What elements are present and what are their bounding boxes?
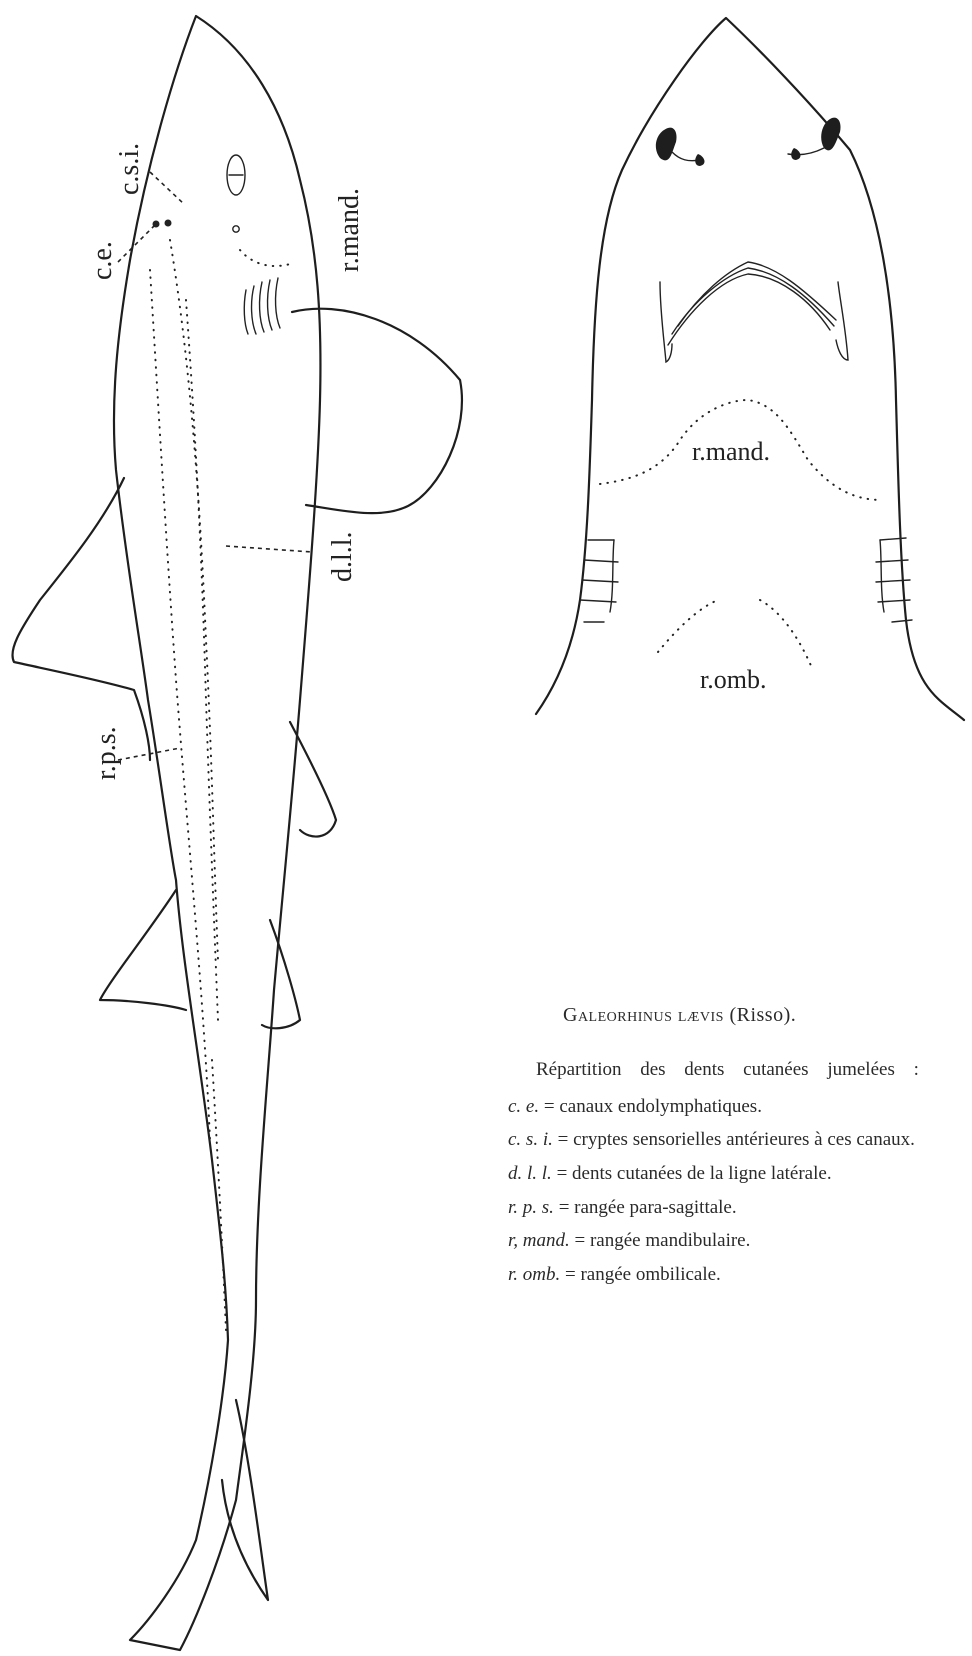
mouth [660,262,848,362]
gill-slits-right [876,538,912,622]
species-name: Galeorhinus lævis [563,1004,724,1026]
head-outline [536,18,964,720]
nostril-right-dot [791,148,800,160]
legend-text: rangée mandibulaire. [590,1230,750,1251]
gill-slits [244,278,280,334]
second-dorsal-fin [100,890,186,1010]
nostril-left-dot [695,154,704,166]
legend-item: c. e. = canaux endolymphatiques. [508,1095,970,1120]
legend-abbr: c. s. i. [508,1129,553,1150]
label-rmand-ventral: r.mand. [692,437,770,466]
figure-caption: Galeorhinus lævis (Risso). Répartition d… [508,1002,970,1297]
legend-text: rangée para-sagittale. [574,1197,736,1218]
umbilical-row-2 [760,600,812,668]
caption-intro: Répartition des dents cutanées jumelées … [508,1058,970,1083]
label-rps: r.p.s. [91,726,122,780]
para-sagittal-dots-2 [186,300,218,1020]
nostril-right [821,118,840,151]
legend-abbr: c. e. [508,1096,539,1117]
legend-item: r. p. s. = rangée para-sagittale. [508,1196,970,1221]
legend-list: c. e. = canaux endolymphatiques. c. s. i… [508,1095,970,1288]
anal-fin [262,920,300,1028]
para-sagittal-dots-1 [150,270,210,1140]
legend-item: d. l. l. = dents cutanées de la ligne la… [508,1162,970,1187]
legend-abbr: r. omb. [508,1264,560,1285]
first-dorsal-fin [12,478,150,760]
leader-dll [226,546,312,552]
legend-text: rangée ombilicale. [580,1264,720,1285]
legend-item: r, mand. = rangée mandibulaire. [508,1229,970,1254]
legend-text: dents cutanées de la ligne latérale. [572,1163,832,1184]
label-rmand-dorsal: r.mand. [334,188,365,272]
legend-abbr: d. l. l. [508,1163,552,1184]
legend-abbr: r. p. s. [508,1197,554,1218]
label-romb: r.omb. [700,665,766,694]
lateral-line-dots [170,240,218,960]
spiracle [233,226,239,232]
umbilical-row [658,600,718,652]
legend-text: cryptes sensorielles antérieures à ces c… [573,1129,915,1150]
shark-body-outline [114,16,321,1650]
legend-item: c. s. i. = cryptes sensorielles antérieu… [508,1128,970,1153]
legend-abbr: r, mand. [508,1230,570,1251]
label-ce: c.e. [87,241,118,280]
legend-text: canaux endolymphatiques. [559,1096,762,1117]
ventral-view: r.mand. r.omb. [536,18,964,720]
nostril-left [656,128,677,161]
pectoral-fin [292,309,462,513]
leader-csi [150,172,184,204]
tail-dots [212,1060,226,1330]
pore-left-2 [165,220,172,227]
caption-title: Galeorhinus lævis (Risso). [563,1002,970,1028]
author-name: (Risso). [729,1004,796,1026]
label-dll: d.l.l. [327,531,358,582]
legend-item: r. omb. = rangée ombilicale. [508,1263,970,1288]
dorsal-view: c.s.i. c.e. r.mand. d.l.l. r.p.s. [12,16,462,1650]
mandibular-dot-row [240,250,290,266]
label-csi: c.s.i. [114,143,145,195]
